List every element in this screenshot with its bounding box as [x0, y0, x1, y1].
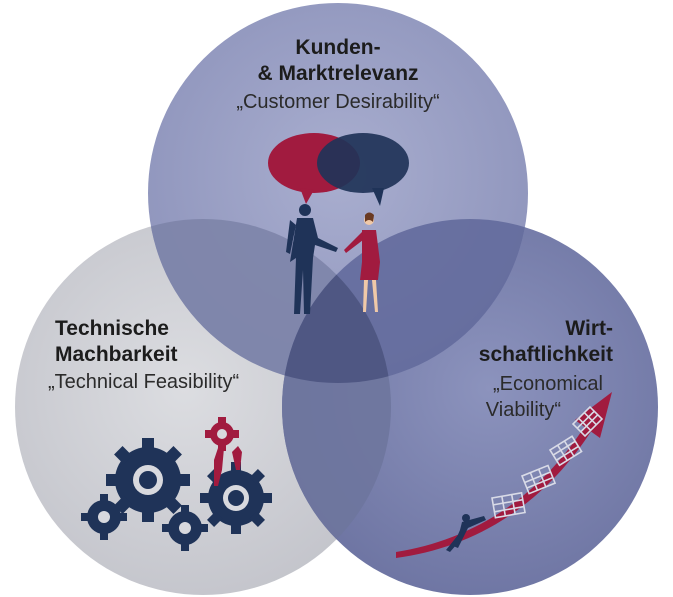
left-title-line1: Technische: [55, 317, 169, 340]
top-subtitle: „Customer Desirability“: [236, 91, 439, 113]
gears-icon: [81, 417, 272, 551]
top-title-line2: & Marktrelevanz: [257, 62, 418, 85]
top-title-line1: Kunden-: [295, 36, 380, 59]
left-subtitle: „Technical Feasibility“: [48, 371, 239, 393]
right-title-line1: Wirt-: [565, 317, 613, 340]
overlap-top-right: [282, 219, 528, 383]
handshake-speech-bubbles-icon: [268, 133, 409, 314]
right-subtitle-line1: „Economical: [493, 373, 603, 395]
left-title-line2: Machbarkeit: [55, 343, 178, 366]
right-title-line2: schaftlichkeit: [479, 343, 613, 366]
rising-arrow-shopping-carts-icon: [396, 392, 612, 558]
right-subtitle-line2: Viability“: [486, 399, 561, 421]
